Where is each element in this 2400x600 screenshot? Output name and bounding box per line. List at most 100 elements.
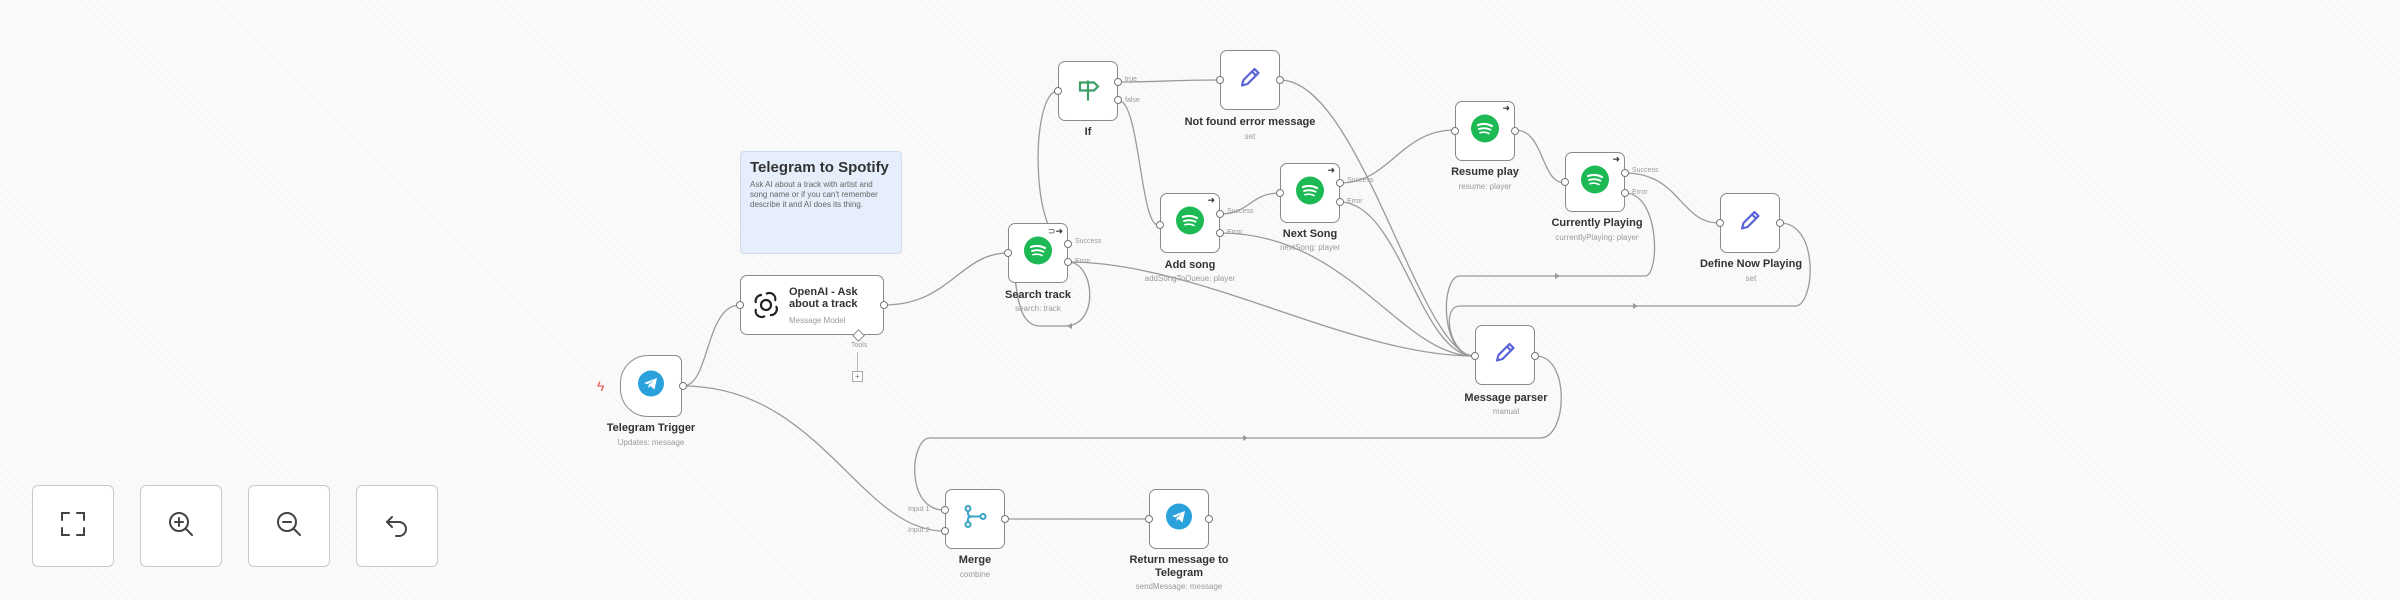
node-input-port[interactable]: [736, 301, 744, 309]
node-label: Define Now Playing: [1699, 258, 1803, 270]
node-subtitle: combine: [959, 570, 991, 579]
node-output-port[interactable]: [1276, 76, 1284, 84]
trigger-bolt-icon: ϟ: [597, 378, 605, 394]
success-output-port[interactable]: [1336, 179, 1344, 187]
node-input-port[interactable]: [1145, 515, 1153, 523]
spotify-icon: [1176, 206, 1204, 240]
zoom-in-button[interactable]: [140, 485, 222, 567]
node-output-port[interactable]: [880, 301, 888, 309]
arrow-icon: ➜: [1327, 165, 1335, 175]
node-output-port[interactable]: [1776, 219, 1784, 227]
node-label: Search track: [1004, 289, 1072, 301]
error-port-label: Error: [1227, 229, 1243, 236]
node-output-port[interactable]: [679, 382, 687, 390]
arrow-icon: ➜: [1612, 154, 1620, 164]
node-subtitle: manual: [1492, 407, 1520, 416]
node-input-port[interactable]: [1451, 127, 1459, 135]
error-output-port[interactable]: [1064, 258, 1072, 266]
spotify-icon: [1024, 236, 1052, 270]
false-output-port[interactable]: [1114, 96, 1122, 104]
merge-icon: [962, 504, 988, 535]
error-output-port[interactable]: [1336, 198, 1344, 206]
error-port-label: Error: [1075, 258, 1091, 265]
sticky-title: Telegram to Spotify: [750, 159, 889, 176]
node-label: Not found error message: [1184, 116, 1316, 128]
tools-connector-line: [857, 352, 858, 372]
node-if[interactable]: [1058, 61, 1118, 121]
success-output-port[interactable]: [1064, 240, 1072, 248]
spotify-icon: [1471, 114, 1499, 148]
node-subtitle: set: [1745, 274, 1757, 283]
error-port-label: Error: [1632, 189, 1648, 196]
node-input-port[interactable]: [1561, 178, 1569, 186]
node-label: Telegram Trigger: [606, 422, 696, 434]
node-subtitle: currentlyPlaying: player: [1555, 233, 1639, 242]
node-resume-play[interactable]: ➜: [1455, 101, 1515, 161]
node-output-port[interactable]: [1205, 515, 1213, 523]
zoom-out-button[interactable]: [248, 485, 330, 567]
true-output-port[interactable]: [1114, 78, 1122, 86]
zoom-in-icon: [166, 509, 196, 544]
node-subtitle: set: [1244, 132, 1256, 141]
node-output-port[interactable]: [1511, 127, 1519, 135]
node-output-port[interactable]: [1531, 352, 1539, 360]
node-telegram-trigger[interactable]: [620, 355, 682, 417]
sticky-body: Ask AI about a track with artist and son…: [750, 180, 878, 209]
arrow-icon: ➜: [1502, 103, 1510, 113]
fit-view-icon: [58, 509, 88, 544]
success-port-label: Success: [1075, 238, 1102, 245]
spotify-icon: [1581, 165, 1609, 199]
node-subtitle: nextSong: player: [1279, 243, 1341, 252]
node-add-song[interactable]: ➜: [1160, 193, 1220, 253]
node-label: Message parser: [1464, 392, 1548, 404]
tools-port-label: Tools: [851, 342, 868, 349]
node-label: Merge: [958, 554, 992, 566]
sticky-note[interactable]: Telegram to Spotify Ask AI about a track…: [740, 151, 902, 254]
node-label: Return message to Telegram: [1129, 554, 1229, 579]
undo-icon: [382, 509, 412, 544]
node-message-parser[interactable]: [1475, 325, 1535, 385]
node-openai[interactable]: OpenAI - Ask about a track Message Model: [740, 275, 884, 335]
error-output-port[interactable]: [1621, 189, 1629, 197]
input-2-port[interactable]: [941, 527, 949, 535]
node-return-message[interactable]: [1149, 489, 1209, 549]
success-output-port[interactable]: [1621, 169, 1629, 177]
fit-view-button[interactable]: [32, 485, 114, 567]
success-port-label: Success: [1632, 167, 1659, 174]
node-input-port[interactable]: [1276, 189, 1284, 197]
input-1-port[interactable]: [941, 506, 949, 514]
node-merge[interactable]: [945, 489, 1005, 549]
node-label: If: [1084, 126, 1092, 138]
node-subtitle: sendMessage: message: [1135, 582, 1223, 591]
node-search-track[interactable]: ⊃➜: [1008, 223, 1068, 283]
node-subtitle: resume: player: [1458, 182, 1512, 191]
node-next-song[interactable]: ➜: [1280, 163, 1340, 223]
pencil-icon: [1237, 65, 1263, 96]
node-subtitle: search: track: [1015, 304, 1061, 313]
reset-zoom-button[interactable]: [356, 485, 438, 567]
add-tool-button[interactable]: +: [852, 371, 863, 382]
node-define-now-playing[interactable]: [1720, 193, 1780, 253]
node-currently-playing[interactable]: ➜: [1565, 152, 1625, 212]
node-input-port[interactable]: [1716, 219, 1724, 227]
true-port-label: true: [1125, 76, 1138, 83]
node-input-port[interactable]: [1004, 249, 1012, 257]
node-input-port[interactable]: [1054, 87, 1062, 95]
telegram-icon: [638, 370, 664, 402]
success-output-port[interactable]: [1216, 210, 1224, 218]
error-port-label: Error: [1347, 198, 1363, 205]
zoom-out-icon: [274, 509, 304, 544]
node-input-port[interactable]: [1156, 221, 1164, 229]
success-port-label: Success: [1347, 177, 1374, 184]
success-port-label: Success: [1227, 208, 1254, 215]
node-input-port[interactable]: [1471, 352, 1479, 360]
node-output-port[interactable]: [1001, 515, 1009, 523]
node-not-found-error[interactable]: [1220, 50, 1280, 110]
error-output-port[interactable]: [1216, 229, 1224, 237]
node-subtitle: addSongToQueue: player: [1144, 274, 1236, 283]
node-input-port[interactable]: [1216, 76, 1224, 84]
spotify-icon: [1296, 176, 1324, 210]
signpost-icon: [1074, 75, 1102, 108]
node-label: Add song: [1164, 259, 1216, 271]
